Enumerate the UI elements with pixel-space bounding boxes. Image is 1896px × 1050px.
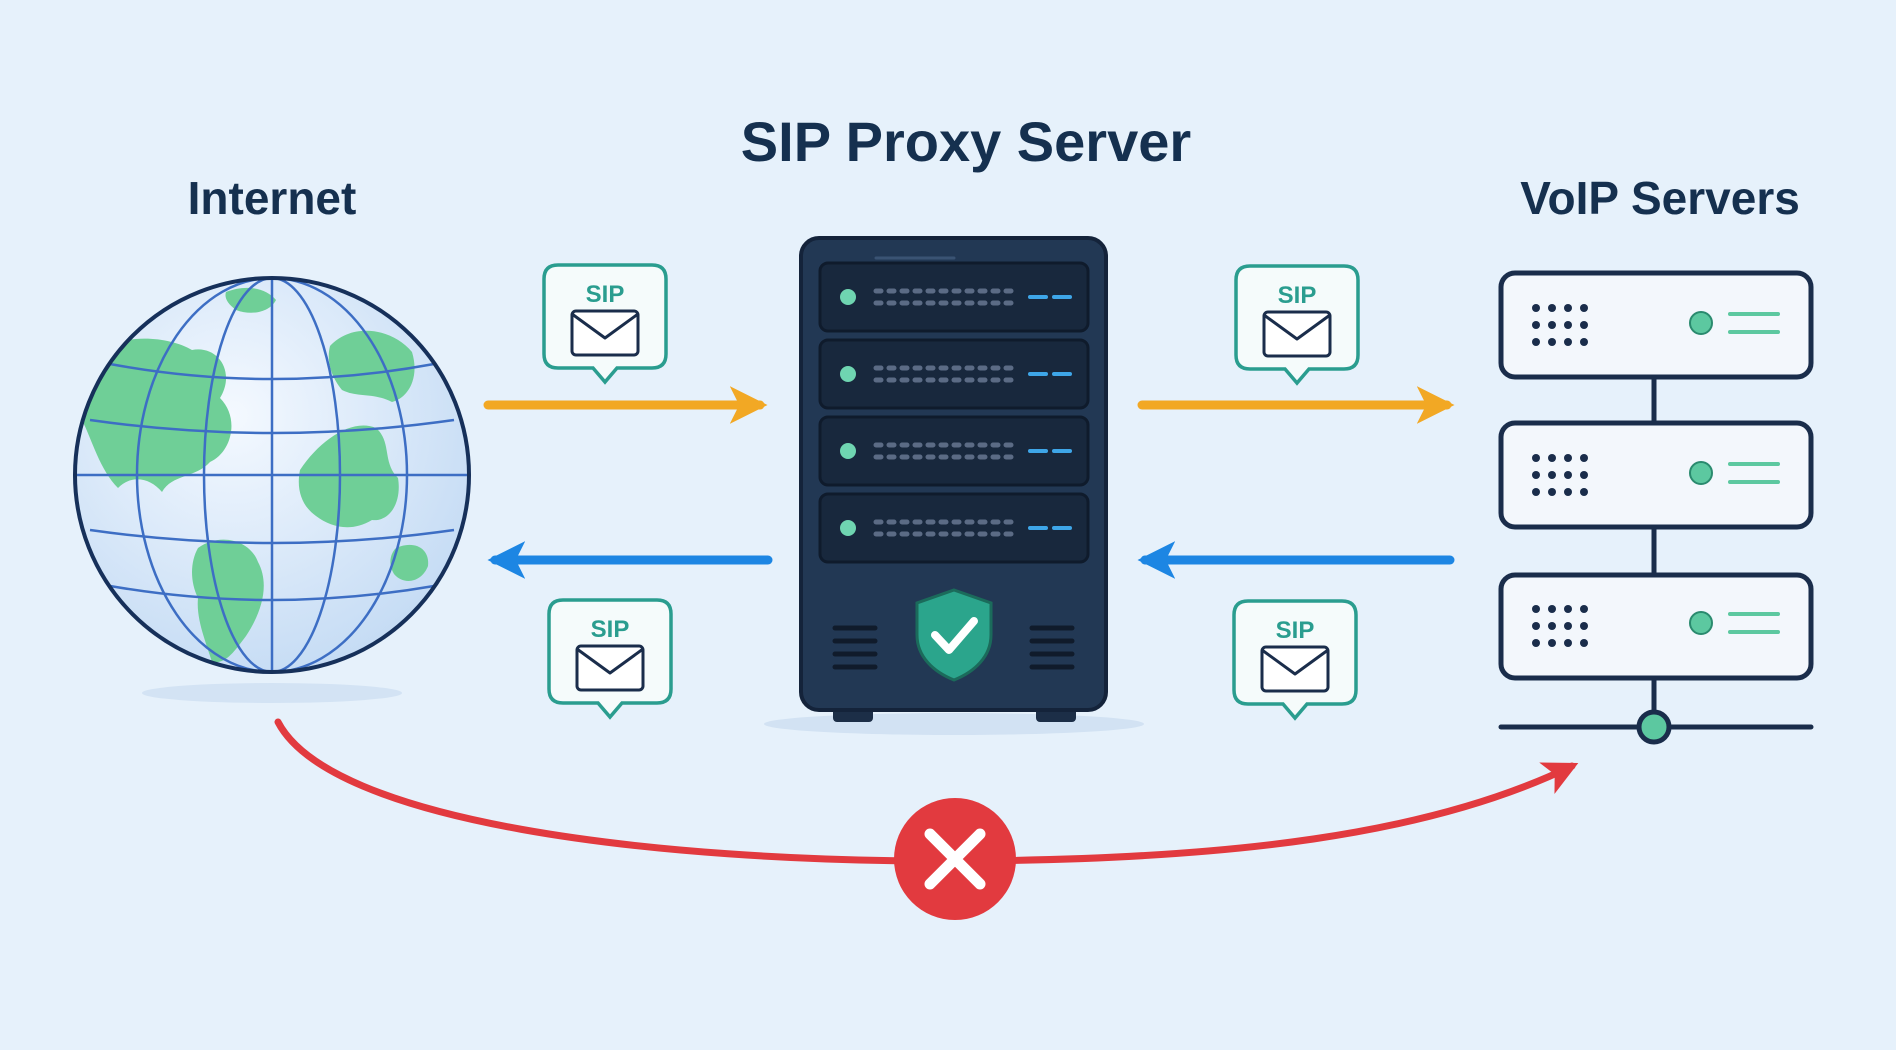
sip-badge-top-right: SIP (1234, 264, 1360, 386)
blocked-x-icon (894, 798, 1016, 920)
network-node (1636, 709, 1672, 745)
sip-badge-bottom-left: SIP (547, 598, 673, 720)
envelope-icon (1262, 310, 1332, 358)
voip-servers-label: VoIP Servers (1520, 172, 1800, 224)
proxy-rack-unit (818, 261, 1090, 333)
proxy-title: SIP Proxy Server (741, 110, 1191, 173)
proxy-rack-unit (818, 492, 1090, 564)
voip-server-unit (1498, 420, 1814, 530)
proxy-server (764, 236, 1144, 735)
svg-text:SIP: SIP (591, 616, 630, 643)
proxy-rack-unit (818, 338, 1090, 410)
globe-icon (73, 276, 471, 703)
sip-badge-top-left: SIP (542, 263, 668, 385)
envelope-icon (1260, 645, 1330, 693)
svg-text:SIP: SIP (1276, 617, 1315, 644)
sip-badge-bottom-right: SIP (1232, 599, 1358, 721)
proxy-vent-left (832, 625, 878, 670)
proxy-rack-unit (818, 415, 1090, 487)
shield-check-icon (915, 588, 993, 682)
envelope-icon (575, 644, 645, 692)
internet-label: Internet (188, 172, 357, 224)
svg-text:SIP: SIP (1278, 282, 1317, 309)
svg-text:SIP: SIP (586, 281, 625, 308)
voip-server-stack (1498, 270, 1814, 745)
proxy-vent-right (1029, 625, 1075, 670)
voip-server-unit (1498, 572, 1814, 681)
envelope-icon (570, 309, 640, 357)
voip-server-unit (1498, 270, 1814, 380)
